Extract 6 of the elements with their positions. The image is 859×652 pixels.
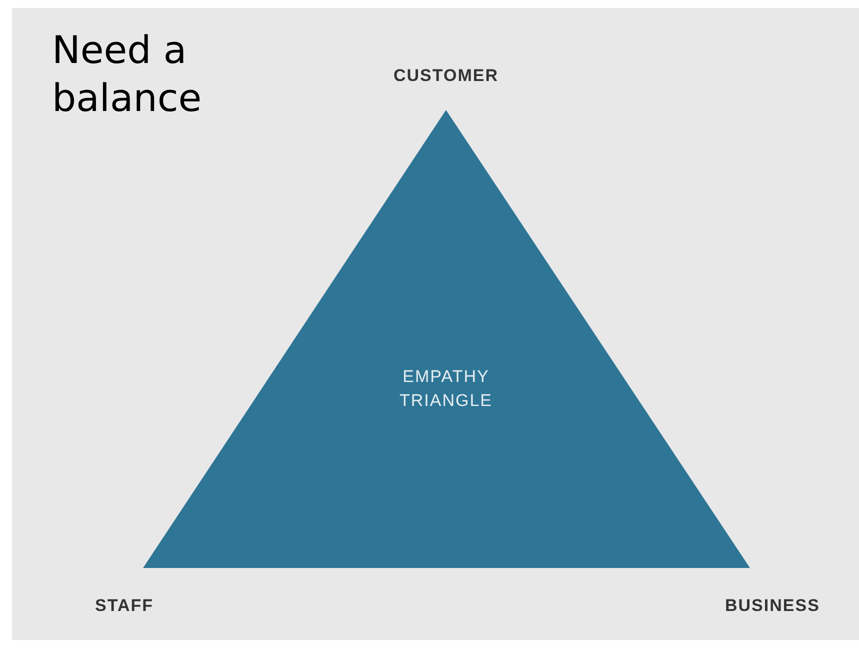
triangle-label: EMPATHY TRIANGLE [398,366,494,412]
corner-label: CUSTOMER [394,66,498,86]
corner-label: BUSINESS [725,596,820,616]
triangle-shape [143,110,750,568]
corner-label: STAFF [95,596,154,616]
heading: Need a balance [52,27,203,122]
